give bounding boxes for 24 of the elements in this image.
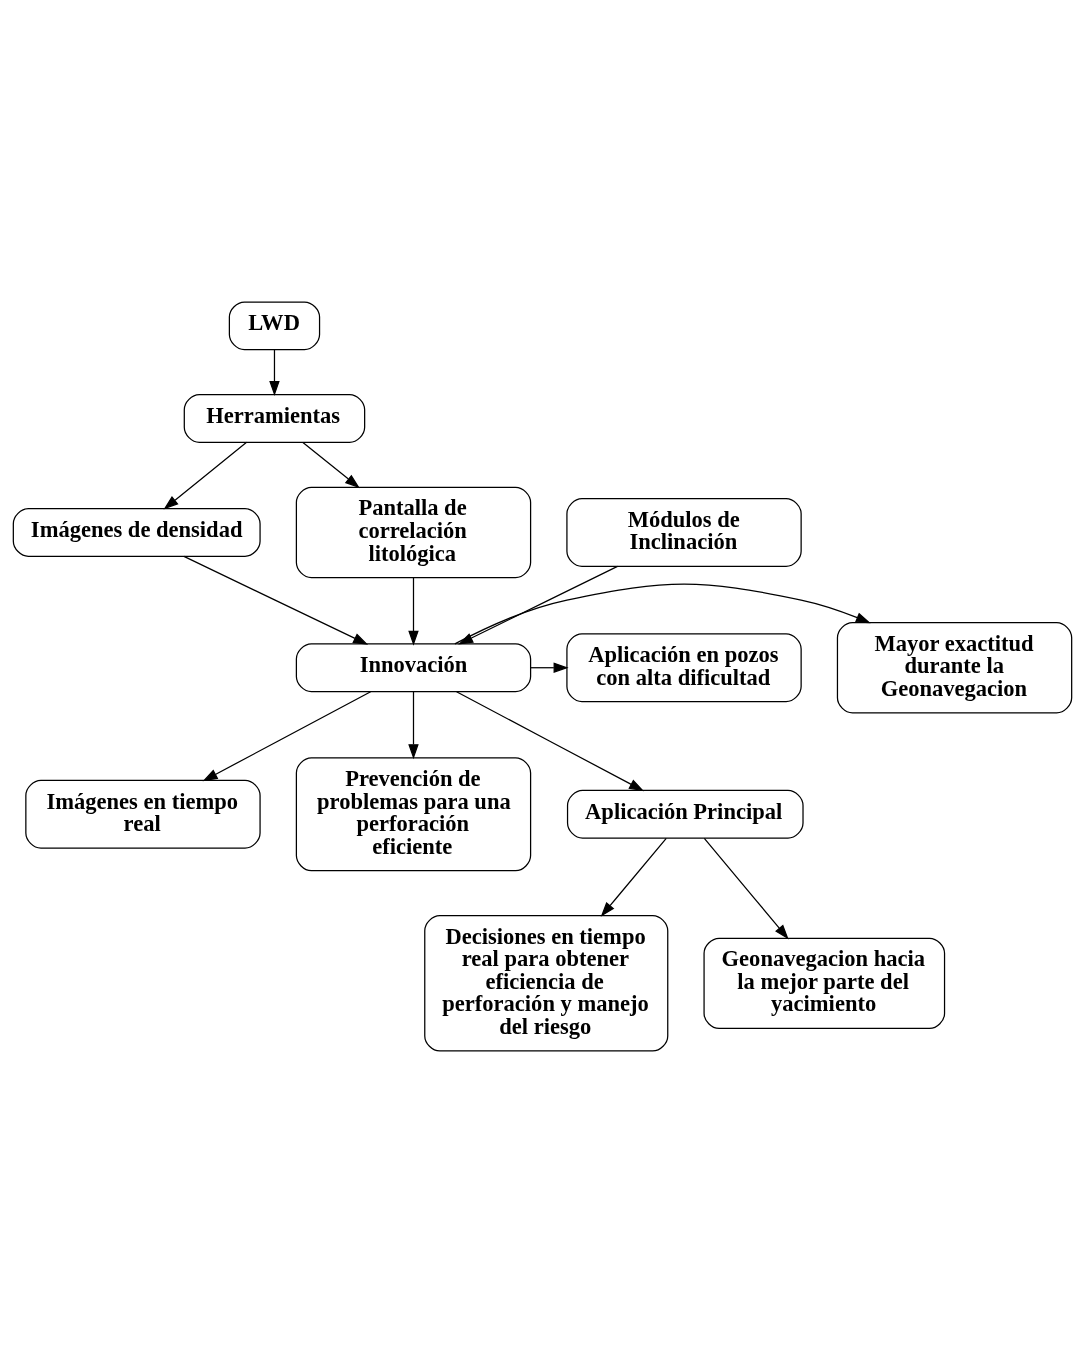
arrow — [703, 837, 789, 939]
node-box: Prevención de problemas para una perforación eficiente — [295, 756, 532, 871]
arrow — [301, 441, 360, 488]
arrow — [163, 441, 248, 509]
arrow — [202, 690, 372, 781]
node-box: Pantalla de correlación litológica — [295, 486, 532, 578]
node-box: Mayor exactitud durante la Geonavegacion — [836, 621, 1073, 713]
node-box: Aplicación en pozos con alta dificultad — [566, 632, 802, 702]
node-box: Decisiones en tiempo real para obtener eficiencia de perforación y manejo del riesgo — [424, 914, 669, 1052]
arrow — [408, 690, 419, 759]
arrow — [455, 690, 645, 791]
node-box: Geonavegacion hacia la mejor parte del yacimiento — [703, 937, 946, 1029]
arrow — [269, 348, 280, 396]
node-box: LWD — [228, 300, 321, 350]
node-box: Aplicación Principal — [566, 789, 804, 839]
node-box: Imágenes en tiempo real — [25, 779, 261, 849]
arrow — [600, 837, 667, 917]
arrow — [530, 661, 569, 673]
arrow — [183, 555, 369, 645]
node-box: Innovación — [295, 642, 532, 692]
node-box: Módulos de Inclinación — [566, 497, 802, 567]
node-box: Herramientas — [183, 393, 366, 443]
node-box: Imágenes de densidad — [12, 507, 261, 557]
arrow — [408, 576, 419, 646]
